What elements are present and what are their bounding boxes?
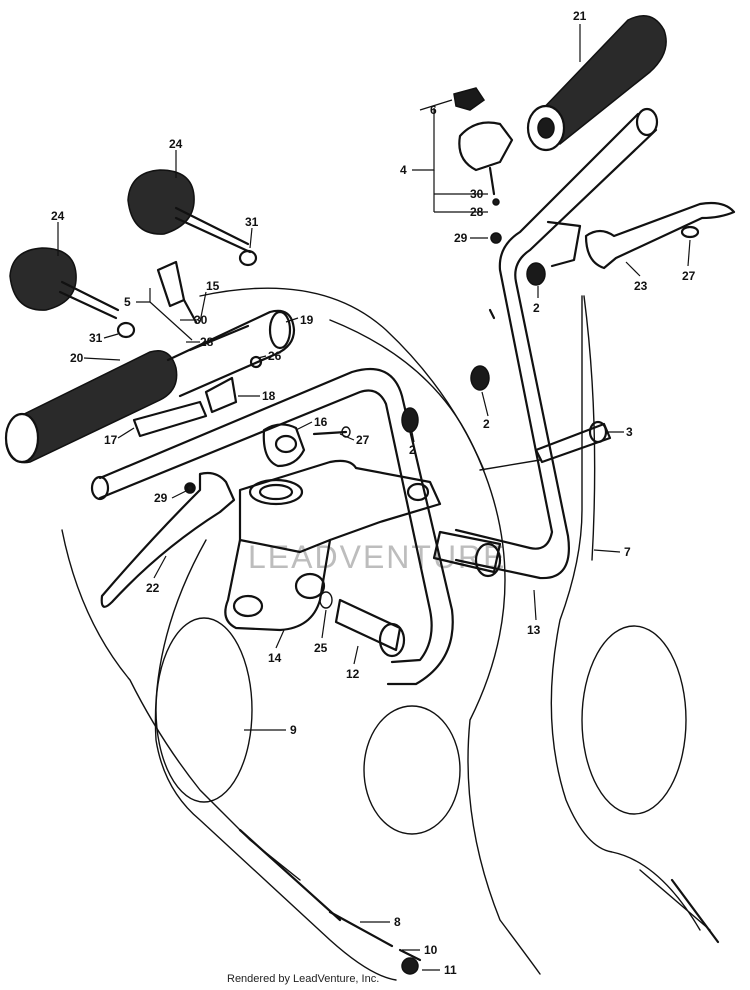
right-lever xyxy=(526,201,736,286)
callout-8: 8 xyxy=(394,915,401,929)
callout-15: 15 xyxy=(206,279,220,293)
callout-2: 2 xyxy=(409,443,416,457)
callout-3: 3 xyxy=(626,425,633,439)
callout-labels: 21 6 4 30 28 24 24 31 31 29 2 23 27 5 15… xyxy=(51,9,696,977)
watermark: LEADVENTURE xyxy=(248,539,507,575)
cables xyxy=(61,287,720,981)
callout-7: 7 xyxy=(624,545,631,559)
callout-6: 6 xyxy=(430,103,437,117)
callout-11: 11 xyxy=(444,963,457,977)
left-grip xyxy=(4,309,296,464)
callout-2: 2 xyxy=(533,301,540,315)
callout-18: 18 xyxy=(262,389,276,403)
callout-31: 31 xyxy=(89,331,103,345)
stem-bracket xyxy=(224,459,442,632)
callout-9: 9 xyxy=(290,723,297,737)
switch-assembly xyxy=(453,87,514,244)
callout-10: 10 xyxy=(424,943,438,957)
callout-12: 12 xyxy=(346,667,360,681)
callout-4: 4 xyxy=(400,163,407,177)
callout-28: 28 xyxy=(470,205,484,219)
callout-26: 26 xyxy=(268,349,282,363)
right-grip xyxy=(526,15,667,152)
callout-30: 30 xyxy=(194,313,208,327)
callout-20: 20 xyxy=(70,351,84,365)
callout-16: 16 xyxy=(314,415,328,429)
callout-14: 14 xyxy=(268,651,282,665)
callout-21: 21 xyxy=(573,9,587,23)
adjuster-knobs xyxy=(9,169,258,339)
callout-22: 22 xyxy=(146,581,160,595)
handlebar xyxy=(90,107,659,686)
callout-5: 5 xyxy=(124,295,131,309)
callout-2: 2 xyxy=(483,417,490,431)
left-lever xyxy=(100,471,236,608)
callout-23: 23 xyxy=(634,279,648,293)
callout-31: 31 xyxy=(245,215,259,229)
callout-24: 24 xyxy=(169,137,183,151)
callout-28: 28 xyxy=(200,335,214,349)
clamp-bushings xyxy=(319,530,502,658)
callout-24: 24 xyxy=(51,209,65,223)
callout-19: 19 xyxy=(300,313,314,327)
callout-25: 25 xyxy=(314,641,328,655)
callout-17: 17 xyxy=(104,433,118,447)
callout-27: 27 xyxy=(682,269,696,283)
footer-credit: Rendered by LeadVenture, Inc. xyxy=(227,973,380,985)
callout-30: 30 xyxy=(470,187,484,201)
callout-29: 29 xyxy=(154,491,168,505)
leader-lines xyxy=(57,24,691,971)
callout-29: 29 xyxy=(454,231,468,245)
callout-27: 27 xyxy=(356,433,370,447)
callout-13: 13 xyxy=(527,623,541,637)
